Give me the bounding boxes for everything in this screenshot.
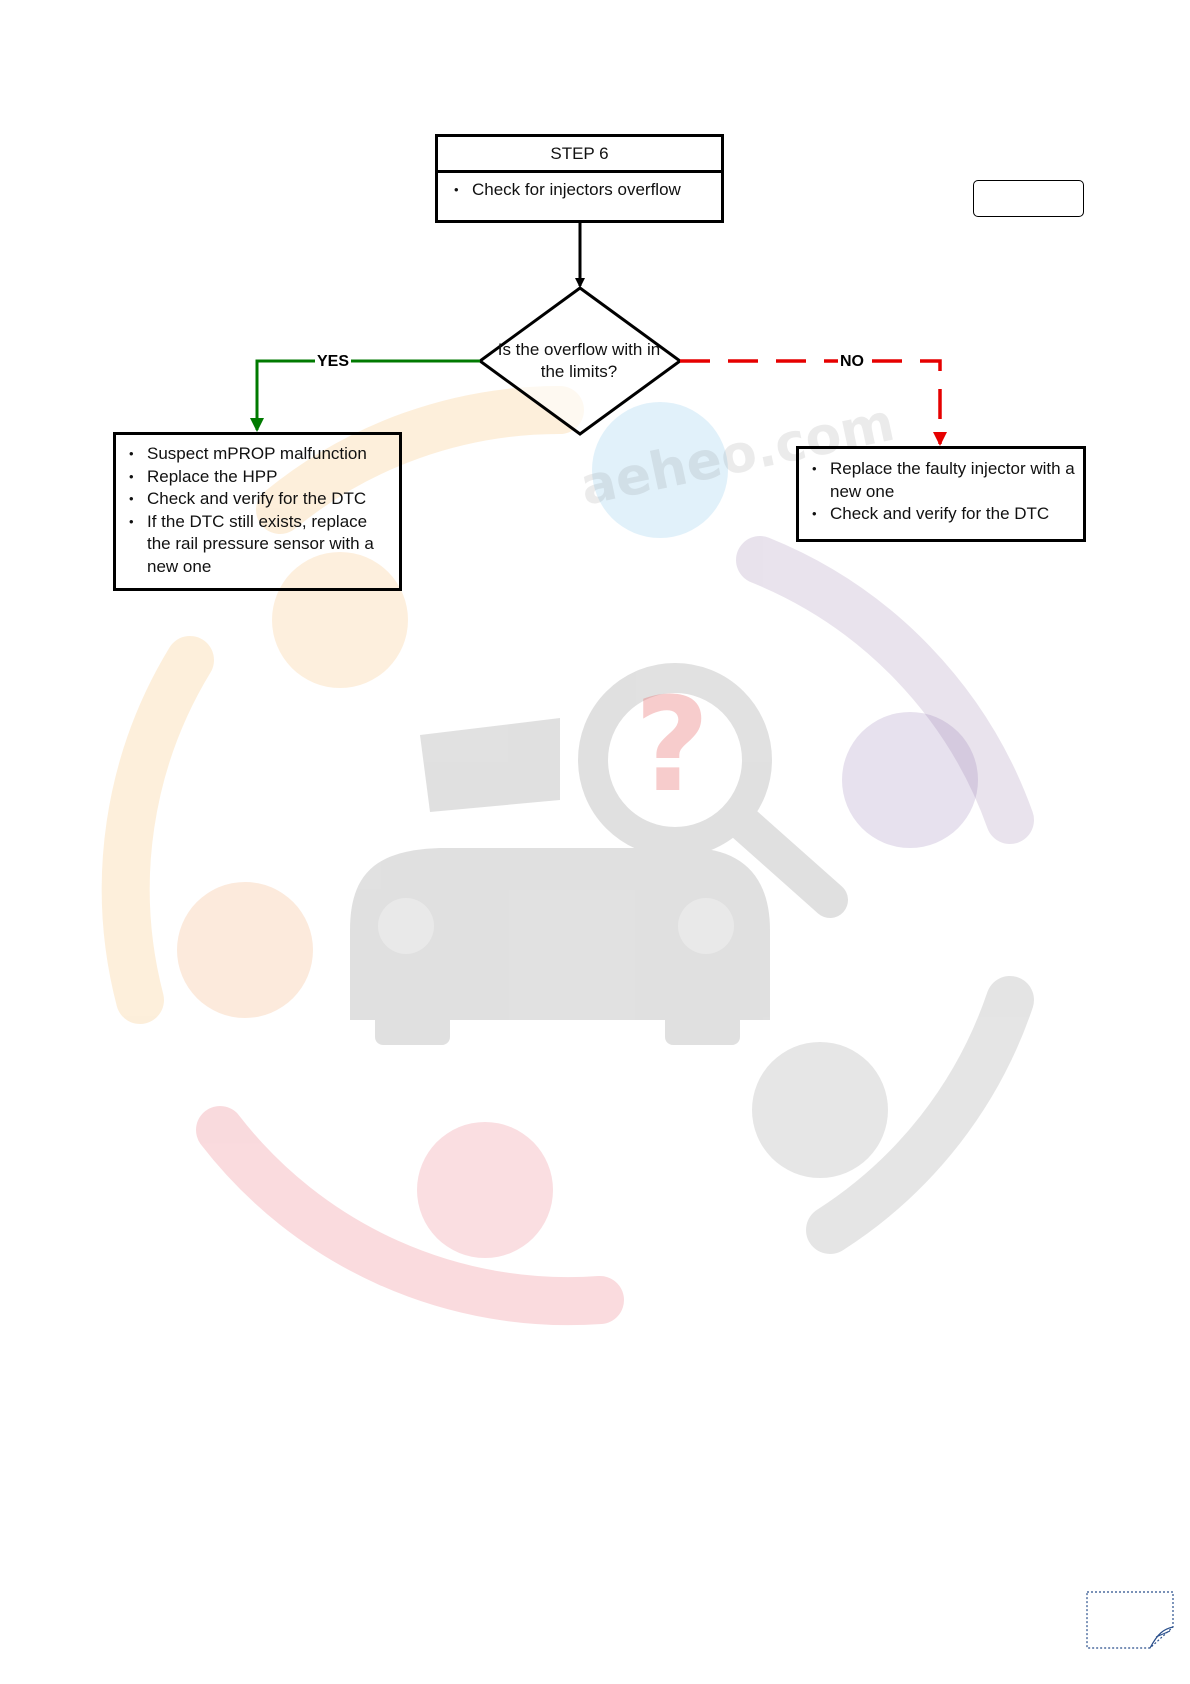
no-action-item: Replace the faulty injector with a new o…	[810, 458, 1075, 503]
connector-no	[680, 359, 947, 446]
no-action-item: Check and verify for the DTC	[810, 503, 1075, 526]
no-label: NO	[838, 353, 866, 371]
yes-action-box: Suspect mPROP malfunction Replace the HP…	[113, 432, 402, 591]
yes-action-item: Check and verify for the DTC	[127, 488, 391, 511]
decision-question: Is the overflow with in the limits?	[497, 340, 661, 381]
empty-label-box	[973, 180, 1084, 217]
decision-diamond	[477, 286, 683, 436]
step-item: Check for injectors overflow	[452, 179, 707, 202]
yes-label: YES	[315, 353, 352, 371]
yes-action-item: If the DTC still exists, replace the rai…	[127, 511, 391, 579]
yes-action-item: Suspect mPROP malfunction	[127, 443, 391, 466]
step-box: STEP 6 Check for injectors overflow	[435, 134, 724, 223]
connector-yes	[250, 359, 480, 432]
step-title: STEP 6	[438, 137, 721, 173]
no-action-box: Replace the faulty injector with a new o…	[796, 446, 1086, 542]
page-curl-note-icon	[1086, 1591, 1174, 1649]
step-body: Check for injectors overflow	[438, 173, 721, 202]
yes-action-item: Replace the HPP	[127, 466, 391, 489]
